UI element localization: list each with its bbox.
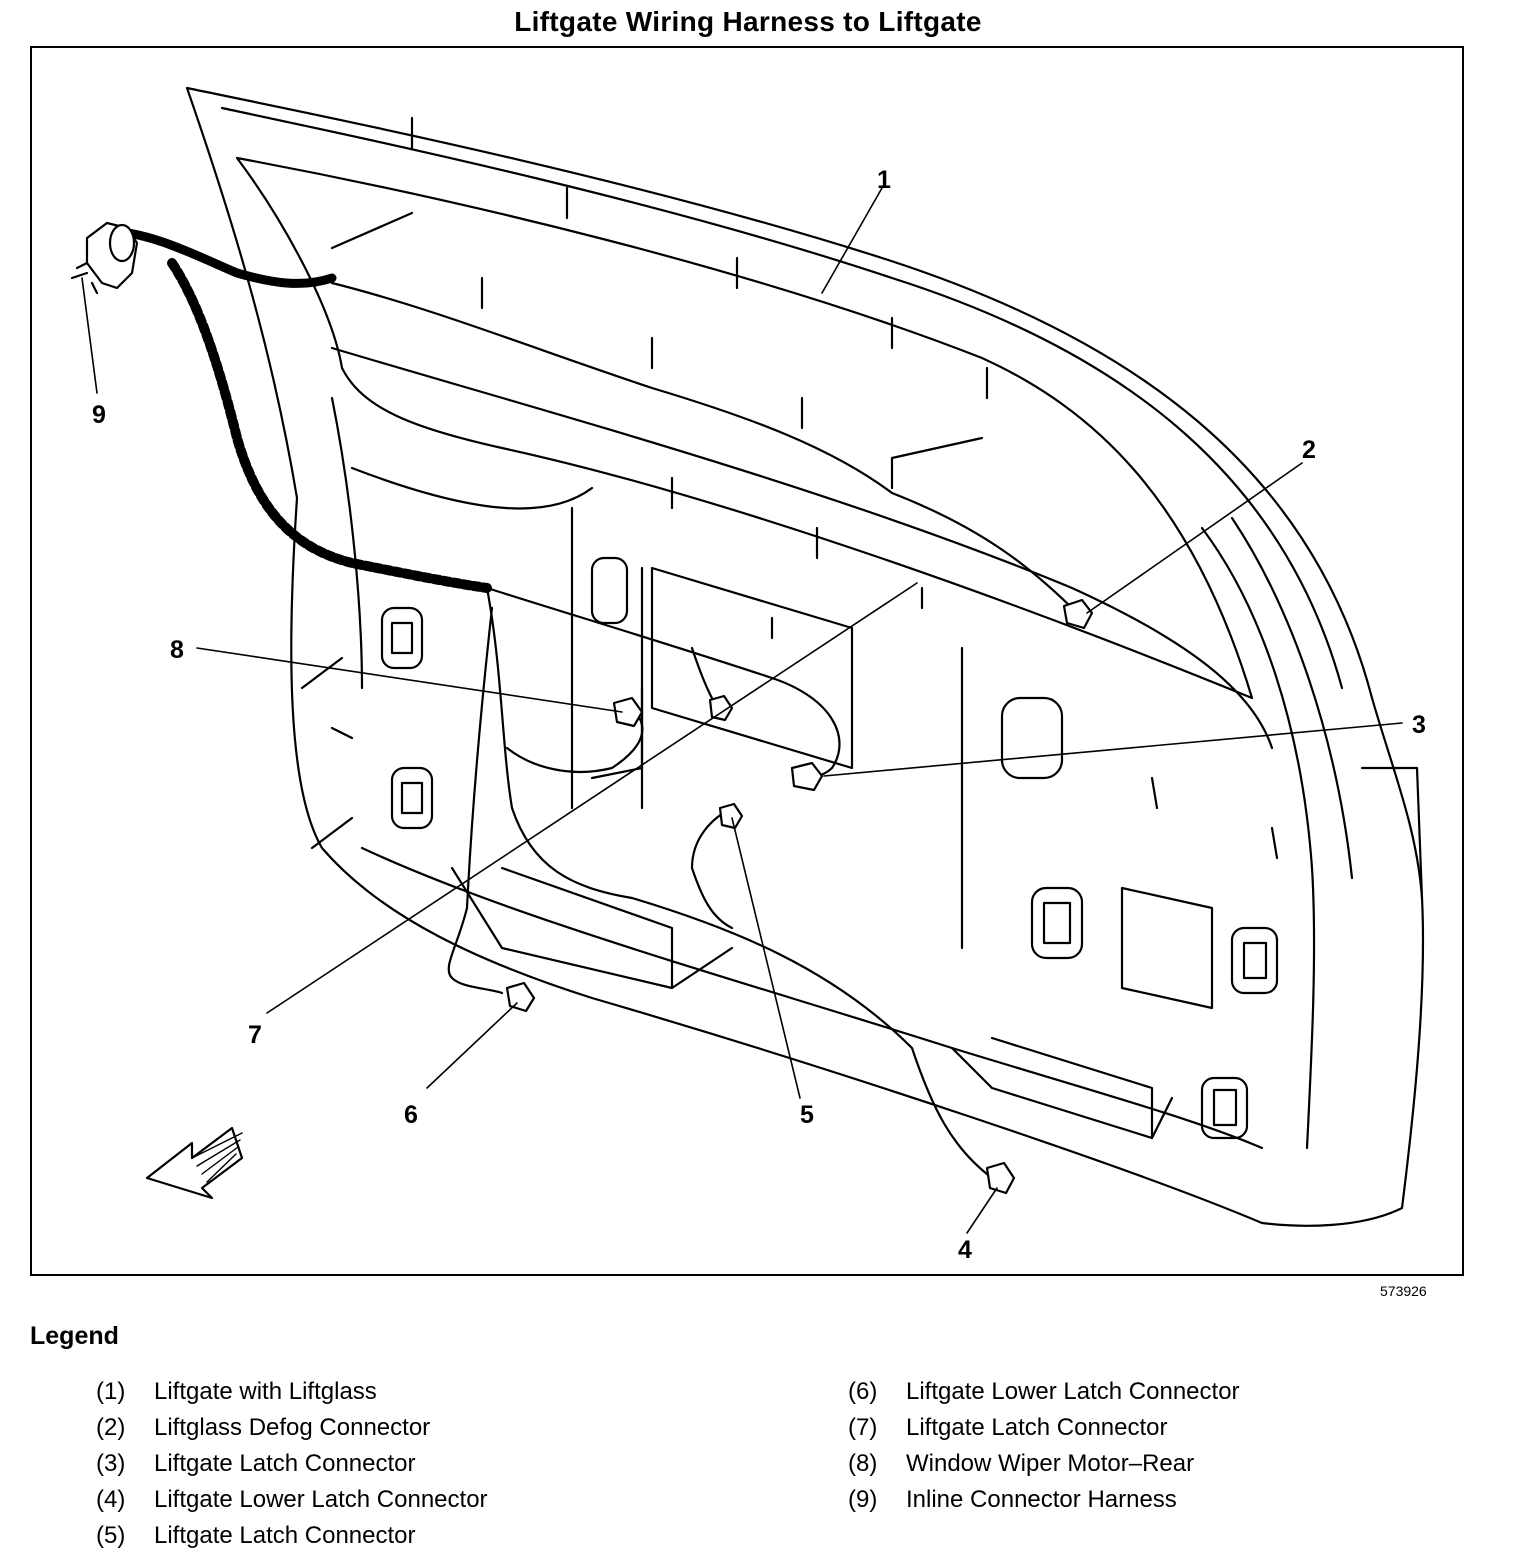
harness-conduit bbox=[167, 258, 492, 593]
connector-8-icon bbox=[612, 696, 644, 728]
callout-1: 1 bbox=[877, 166, 891, 194]
legend-item: (1)Liftgate with Liftglass bbox=[96, 1378, 377, 1405]
liftgate-outline bbox=[185, 86, 1425, 1227]
callout-9: 9 bbox=[92, 401, 106, 429]
connector-4-icon bbox=[985, 1161, 1016, 1195]
legend-item: (8)Window Wiper Motor–Rear bbox=[848, 1450, 1195, 1477]
connector-5-icon bbox=[718, 802, 744, 830]
callout-2: 2 bbox=[1302, 436, 1316, 464]
harness-lower bbox=[485, 586, 841, 780]
liftgate-diagram: 1 2 3 4 5 6 7 8 9 bbox=[70, 86, 1426, 1264]
legend-item: (7)Liftgate Latch Connector bbox=[848, 1414, 1168, 1441]
harness-trunk bbox=[122, 228, 337, 288]
legend-item: (5)Liftgate Latch Connector bbox=[96, 1522, 416, 1549]
diagram-frame: 1 2 3 4 5 6 7 8 9 bbox=[30, 46, 1464, 1276]
figure-id: 573926 bbox=[1380, 1283, 1427, 1299]
connector-2-icon bbox=[1062, 598, 1094, 630]
legend-item: (2)Liftglass Defog Connector bbox=[96, 1414, 431, 1441]
legend-title: Legend bbox=[30, 1322, 119, 1350]
harness-upper bbox=[330, 281, 1079, 615]
legend-item: (4)Liftgate Lower Latch Connector bbox=[96, 1486, 488, 1513]
callout-8: 8 bbox=[170, 636, 184, 664]
connector-3-icon bbox=[790, 761, 824, 792]
connector-7-icon bbox=[708, 694, 734, 722]
callout-3: 3 bbox=[1412, 711, 1426, 739]
callout-5: 5 bbox=[800, 1101, 814, 1129]
connector-9-icon bbox=[70, 221, 139, 295]
callout-7: 7 bbox=[248, 1021, 262, 1049]
direction-arrow-icon bbox=[145, 1126, 244, 1200]
callout-6: 6 bbox=[404, 1101, 418, 1129]
inner-panel-beam bbox=[330, 346, 1274, 750]
legend-column-left: (1)Liftgate with Liftglass (2)Liftglass … bbox=[96, 1374, 488, 1554]
legend-item: (3)Liftgate Latch Connector bbox=[96, 1450, 416, 1477]
diagram-title: Liftgate Wiring Harness to Liftgate bbox=[514, 6, 982, 37]
leader-lines bbox=[81, 187, 1403, 1234]
connector-6-icon bbox=[505, 981, 536, 1013]
legend-column-right: (6)Liftgate Lower Latch Connector (7)Lif… bbox=[848, 1374, 1240, 1518]
callout-4: 4 bbox=[958, 1236, 972, 1264]
legend-item: (9)Inline Connector Harness bbox=[848, 1486, 1177, 1513]
glass-opening bbox=[235, 156, 1254, 700]
liftgate-top-edge bbox=[220, 106, 1344, 690]
legend-item: (6)Liftgate Lower Latch Connector bbox=[848, 1378, 1240, 1405]
